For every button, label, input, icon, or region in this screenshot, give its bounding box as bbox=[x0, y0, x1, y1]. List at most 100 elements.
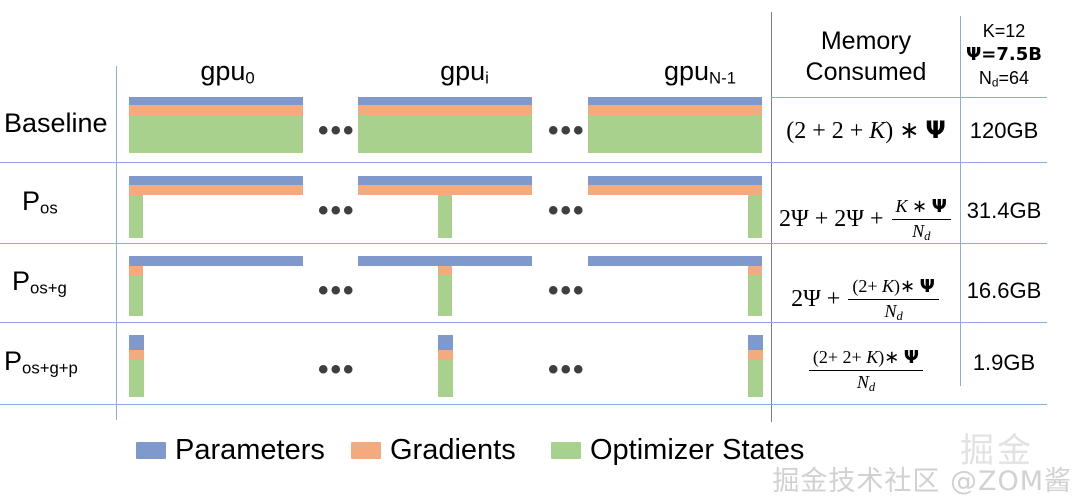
segment-optimizer-states bbox=[358, 115, 532, 153]
gpu-header-i: gpui bbox=[392, 58, 537, 87]
legend-label-parameters: Parameters bbox=[175, 434, 325, 466]
formula-baseline: (2 + 2 + K) ∗ Ψ bbox=[786, 116, 946, 144]
bar-posg-gpui bbox=[358, 256, 532, 316]
memory-consumed-header: Memory Consumed bbox=[771, 26, 961, 87]
segment-parameters bbox=[129, 176, 303, 185]
ellipsis-posg-2: ••• bbox=[548, 274, 586, 307]
grid-hline-3 bbox=[0, 322, 1047, 323]
segment-parameters bbox=[358, 176, 532, 185]
bar-posgp-gpu0 bbox=[129, 335, 303, 397]
segment-gradients bbox=[438, 266, 452, 275]
bar-pos-gpui bbox=[358, 176, 532, 238]
legend: Parameters Gradients Optimizer States bbox=[0, 430, 1080, 470]
segment-parameters bbox=[358, 97, 532, 105]
memory-consumed-line2: Consumed bbox=[805, 57, 927, 86]
ellipsis-posgp-1: ••• bbox=[318, 353, 356, 386]
segment-parameters bbox=[748, 335, 763, 350]
gpu-header-i-sub: i bbox=[485, 68, 489, 88]
segment-optimizer-states bbox=[438, 275, 452, 316]
bar-posg-gpu0 bbox=[129, 256, 303, 316]
fraction-denominator: Nd bbox=[808, 369, 924, 395]
ellipsis-posg-1: ••• bbox=[318, 274, 356, 307]
row-label-posgp: Pos+g+p bbox=[4, 346, 78, 378]
grid-hline-2 bbox=[0, 243, 1047, 244]
gpu-header-0-base: gpu bbox=[200, 56, 246, 86]
bar-posgp-gpui bbox=[438, 335, 612, 397]
segment-optimizer-states bbox=[129, 360, 144, 397]
segment-parameters bbox=[129, 97, 303, 105]
segment-gradients bbox=[438, 350, 453, 360]
ellipsis-pos-1: ••• bbox=[318, 194, 356, 227]
fraction-denominator: Nd bbox=[848, 298, 939, 324]
row-label-baseline: Baseline bbox=[4, 110, 108, 137]
segment-gradients bbox=[748, 266, 762, 275]
bar-pos-gpu0 bbox=[129, 176, 303, 238]
segment-optimizer-states bbox=[438, 360, 453, 397]
memory-value-posgp: 1.9GB bbox=[972, 350, 1036, 375]
segment-gradients bbox=[129, 350, 144, 360]
legend-label-gradients: Gradients bbox=[390, 434, 516, 466]
segment-optimizer-states bbox=[129, 195, 143, 238]
ellipsis-posgp-2: ••• bbox=[548, 353, 586, 386]
fraction-numerator: (2+ 2+ K)∗ Ψ bbox=[812, 347, 920, 368]
memory-value-pos: 31.4GB bbox=[966, 198, 1042, 223]
segment-parameters bbox=[588, 176, 762, 185]
segment-optimizer-states bbox=[748, 195, 762, 238]
row-label-posg: Pos+g bbox=[12, 266, 67, 298]
legend-label-optimizer-states: Optimizer States bbox=[590, 434, 805, 466]
segment-gradients bbox=[358, 185, 532, 195]
bar-baseline-gpu0 bbox=[129, 97, 303, 153]
watermark: 掘金技术社区 @ZOM酱 bbox=[772, 459, 1072, 498]
ellipsis-pos-2: ••• bbox=[548, 194, 586, 227]
segment-optimizer-states bbox=[438, 195, 452, 238]
legend-item-parameters: Parameters bbox=[136, 436, 325, 465]
bar-baseline-gpui bbox=[358, 97, 532, 153]
ellipsis-baseline-2: ••• bbox=[548, 114, 586, 147]
memory-value-baseline: 120GB bbox=[969, 118, 1039, 143]
gpu-header-n1: gpuN-1 bbox=[620, 58, 780, 87]
watermark-text: 掘金技术社区 @ZOM酱 bbox=[772, 466, 1072, 497]
segment-parameters bbox=[588, 97, 762, 105]
fraction-numerator: K ∗ Ψ bbox=[895, 196, 947, 217]
gpu-header-i-base: gpu bbox=[440, 56, 486, 86]
params-header: K=12 Ψ=7.5B Nd=64 bbox=[960, 20, 1048, 91]
memory-consumed-line1: Memory bbox=[820, 27, 912, 55]
segment-optimizer-states bbox=[748, 275, 762, 316]
row-label-pos: Pos bbox=[22, 186, 58, 218]
bar-posg-gpun1 bbox=[588, 256, 762, 316]
segment-parameters bbox=[358, 256, 532, 266]
segment-gradients bbox=[129, 266, 143, 275]
fraction-numerator: (2+ K)∗ Ψ bbox=[852, 276, 935, 297]
params-header-nd: Nd=64 bbox=[978, 67, 1030, 90]
gpu-header-0-sub: 0 bbox=[245, 68, 255, 88]
gpu-header-n1-base: gpu bbox=[663, 56, 710, 86]
segment-optimizer-states bbox=[748, 360, 763, 397]
segment-parameters bbox=[438, 335, 453, 350]
legend-swatch-optimizer-states bbox=[551, 442, 581, 459]
grid-hline-4 bbox=[0, 404, 1047, 405]
legend-item-optimizer-states: Optimizer States bbox=[551, 436, 804, 465]
memory-value-posg: 16.6GB bbox=[966, 278, 1042, 303]
segment-parameters bbox=[588, 256, 762, 266]
segment-parameters bbox=[129, 256, 303, 266]
ellipsis-baseline-1: ••• bbox=[318, 114, 356, 147]
row-label-baseline-text: Baseline bbox=[4, 108, 108, 138]
legend-swatch-gradients bbox=[351, 442, 381, 459]
segment-optimizer-states bbox=[129, 275, 143, 316]
bar-pos-gpun1 bbox=[588, 176, 762, 238]
grid-vline-params bbox=[960, 16, 961, 386]
legend-swatch-parameters bbox=[136, 442, 166, 459]
segment-gradients bbox=[358, 105, 532, 115]
params-header-k: K=12 bbox=[982, 21, 1026, 41]
segment-gradients bbox=[129, 105, 303, 115]
bar-baseline-gpun1 bbox=[588, 97, 762, 153]
bar-posgp-gpun1 bbox=[748, 335, 764, 397]
segment-gradients bbox=[588, 185, 762, 195]
segment-parameters bbox=[129, 335, 144, 350]
